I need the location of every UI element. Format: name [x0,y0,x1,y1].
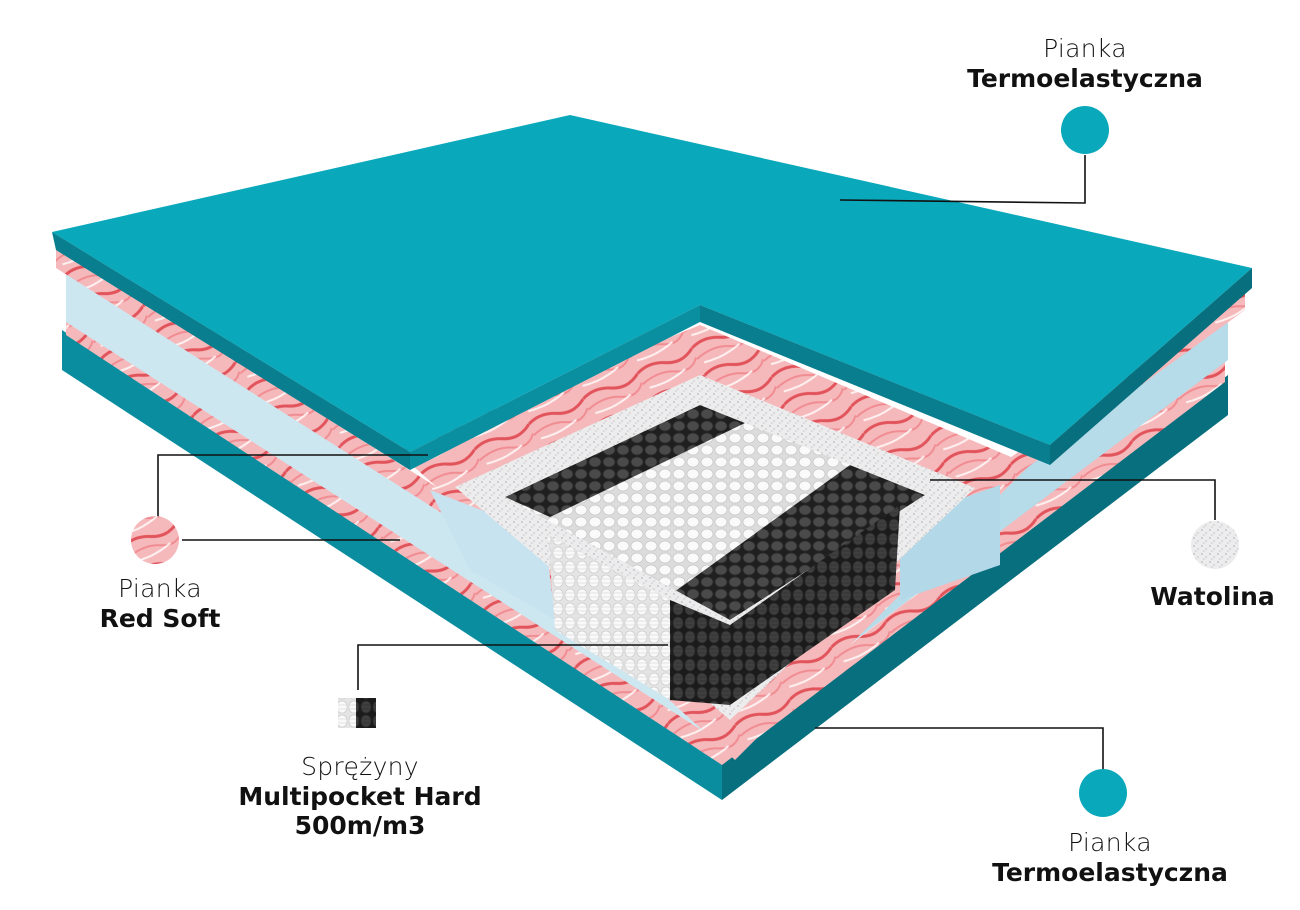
label-top-foam-line1: Pianka [1043,34,1127,63]
label-springs-line3: 500m/m3 [294,811,426,840]
leader-bottom-foam [815,727,1104,770]
label-springs-line1: Sprężyny [301,752,419,781]
label-springs-line2: Multipocket Hard [238,781,482,811]
label-red-soft-line2: Red Soft [99,603,221,633]
top-foam-layer [52,115,1252,470]
bottom-foam-layer [62,330,1228,800]
pocket-spring-core [505,405,925,705]
label-bottom-foam: Pianka Termoelastyczna [975,828,1245,887]
leader-springs [357,644,668,690]
leader-red-soft-a [157,454,428,520]
leader-watolina [930,479,1216,520]
bottom-foam-swatch [1079,769,1127,817]
label-watolina: Watolina [1130,582,1295,612]
label-top-foam: Pianka Termoelastyczna [950,34,1220,93]
label-red-soft-line1: Pianka [118,574,202,603]
label-top-foam-line2: Termoelastyczna [967,63,1203,93]
label-bottom-foam-line1: Pianka [1068,828,1152,857]
top-foam-swatch [1061,106,1109,154]
leader-top-foam [839,155,1086,204]
leader-lines [157,155,1216,770]
label-bottom-foam-line2: Termoelastyczna [992,857,1228,887]
red-soft-swatch [131,516,179,564]
label-watolina-line: Watolina [1150,582,1275,611]
springs-swatch [336,690,380,734]
label-red-soft: Pianka Red Soft [50,574,270,633]
label-springs: Sprężyny Multipocket Hard 500m/m3 [210,752,510,841]
watolina-swatch [1191,521,1239,569]
